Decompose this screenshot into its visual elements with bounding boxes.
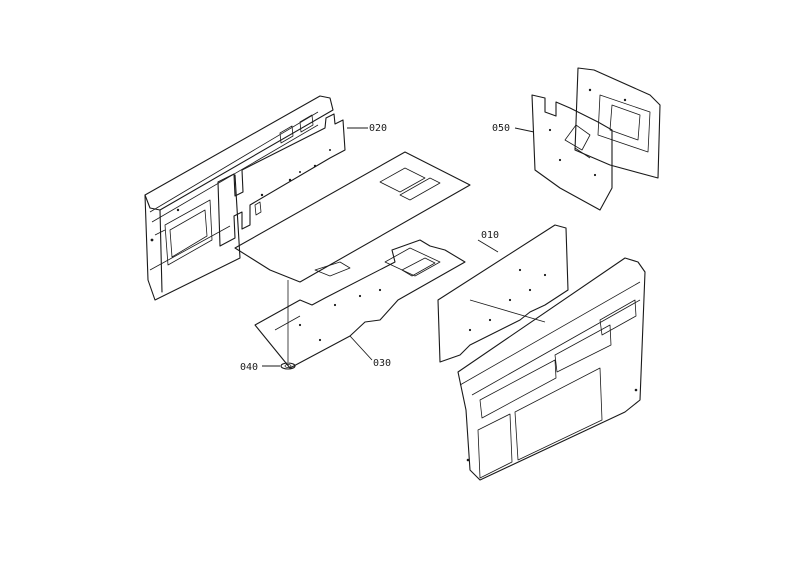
clip-040 bbox=[280, 280, 296, 370]
insulation-panel-010 bbox=[437, 224, 569, 363]
right-side-panel bbox=[457, 257, 646, 481]
part-label-040: 040 bbox=[240, 362, 258, 373]
insulation-panel-020 bbox=[217, 113, 346, 247]
part-label-030: 030 bbox=[373, 358, 391, 369]
left-side-panel bbox=[144, 95, 334, 301]
leader-lines bbox=[262, 127, 535, 367]
rear-insulation-050 bbox=[531, 94, 613, 211]
part-label-050: 050 bbox=[492, 123, 510, 134]
rear-plate-050 bbox=[574, 67, 661, 179]
part-label-020: 020 bbox=[369, 123, 387, 134]
part-label-010: 010 bbox=[481, 230, 499, 241]
floor-mat-upper bbox=[234, 151, 471, 283]
floor-mat-030 bbox=[254, 239, 466, 369]
